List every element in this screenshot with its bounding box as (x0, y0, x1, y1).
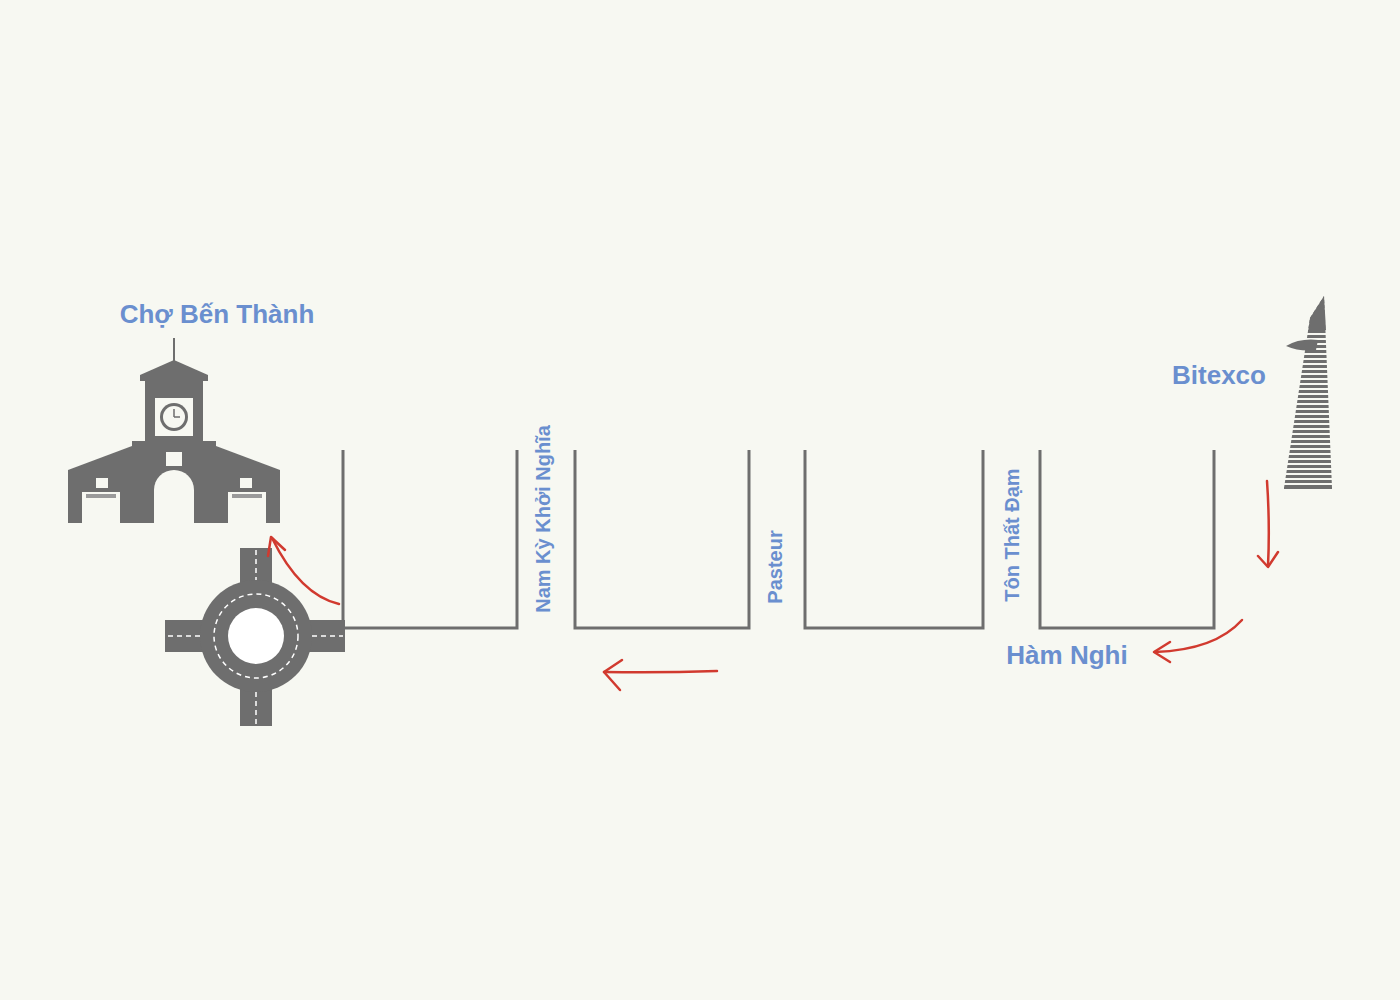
street-name: Nam Kỳ Khởi Nghĩa (532, 425, 554, 613)
street-name: Hàm Nghi (1006, 641, 1127, 670)
street-name: Pasteur (764, 530, 786, 603)
bitexco-tower (1284, 296, 1332, 488)
roundabout (165, 548, 345, 726)
street-name: Tôn Thất Đạm (1001, 468, 1023, 601)
market-building (68, 338, 280, 523)
market-name: Chợ Bến Thành (120, 300, 315, 329)
route-arrows (268, 481, 1278, 690)
tower-name: Bitexco (1172, 361, 1266, 390)
street-blocks (343, 450, 1214, 628)
